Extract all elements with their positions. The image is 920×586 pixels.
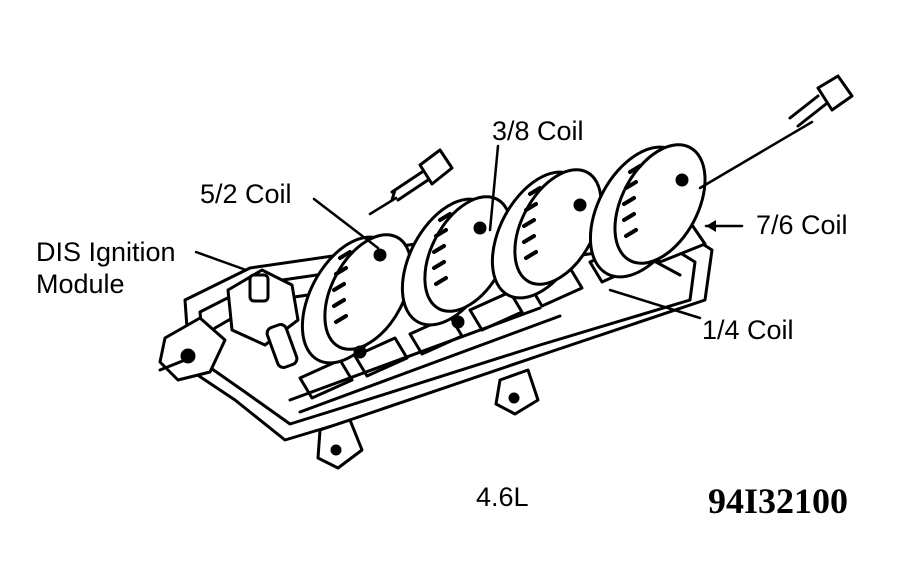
mounting-bolts bbox=[390, 74, 854, 202]
figure-code: 94I32100 bbox=[708, 481, 849, 521]
coil-1-4-label: 1/4 Coil bbox=[702, 315, 794, 345]
dis-module-label-line2: Module bbox=[36, 269, 125, 299]
coil-3-8-label: 3/8 Coil bbox=[492, 116, 584, 146]
coil-5-2-label: 5/2 Coil bbox=[200, 179, 292, 209]
coil-7-6-label: 7/6 Coil bbox=[756, 210, 848, 240]
dis-module-label-line1: DIS Ignition bbox=[36, 237, 176, 267]
leader-3-8-coil bbox=[488, 144, 500, 232]
engine-size-label: 4.6L bbox=[476, 482, 529, 512]
leader-bolt-right bbox=[698, 120, 814, 190]
leader-lines bbox=[194, 120, 814, 320]
leader-dis-module bbox=[194, 250, 248, 272]
leader-1-4-coil bbox=[608, 288, 702, 320]
leader-bolt-left bbox=[368, 196, 398, 216]
leader-5-2-coil bbox=[312, 197, 380, 250]
dis-module-body bbox=[226, 268, 300, 369]
